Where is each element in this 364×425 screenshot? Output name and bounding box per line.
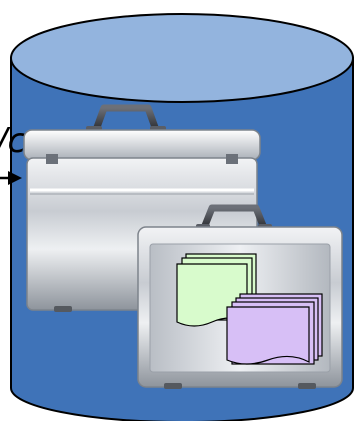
- partial-label: /c: [0, 121, 26, 161]
- document-stack-icon: [227, 294, 322, 364]
